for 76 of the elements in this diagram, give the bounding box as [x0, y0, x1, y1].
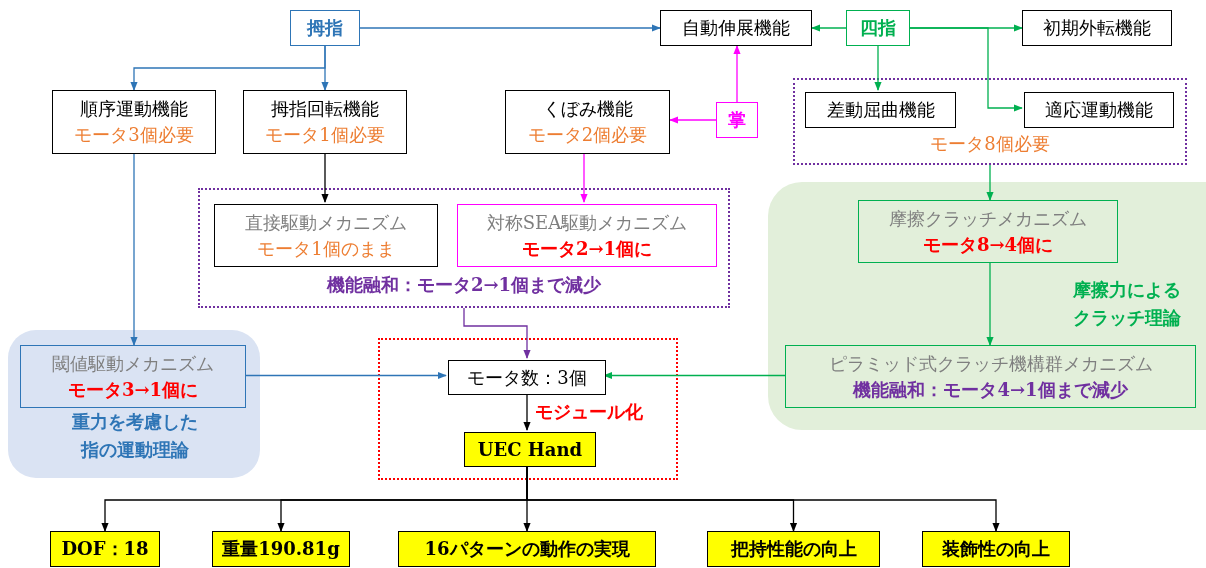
motor-count-label: モータ1個必要	[265, 123, 385, 147]
box-label: UEC Hand	[477, 437, 583, 462]
arrow	[130, 153, 138, 346]
result-box	[212, 531, 350, 567]
motor-count-label: モータ8→4個に	[922, 232, 1054, 257]
box-label: 適応運動機能	[1045, 98, 1153, 122]
process-box	[214, 204, 438, 267]
arrow	[321, 45, 329, 91]
motor-count-label: モータ1個のまま	[257, 236, 395, 261]
box-label: ピラミッド式クラッチ機構群メカニズム	[828, 351, 1153, 376]
motor-count-label: モータ2個必要	[527, 123, 648, 147]
arrow	[986, 164, 994, 201]
process-box	[805, 92, 956, 128]
process-box	[20, 345, 246, 408]
group-label: 重力を考慮した指の運動理論	[71, 410, 199, 462]
box-label: 順序運動機能	[80, 97, 188, 121]
arrow	[874, 45, 882, 91]
arrow	[523, 392, 531, 431]
box-label: 直接駆動メカニズム	[245, 210, 407, 235]
box-label: モータ数：3個	[467, 365, 587, 390]
arrow	[986, 262, 994, 346]
category-box	[716, 102, 758, 138]
arrow	[909, 27, 1023, 112]
result-box	[464, 432, 596, 467]
box-label: 16パターンの動作の実現	[424, 537, 630, 561]
process-box	[785, 345, 1196, 408]
arrow	[669, 116, 717, 124]
box-label: 対称SEA駆動メカニズム	[486, 210, 688, 235]
process-box	[52, 90, 216, 154]
result-box	[398, 531, 656, 567]
box-label: DOF：18	[61, 537, 149, 561]
process-box	[505, 90, 670, 154]
result-box	[707, 531, 880, 567]
dotted-group-frame	[198, 188, 730, 308]
dotted-group-frame	[793, 78, 1187, 165]
process-box	[448, 360, 606, 395]
box-label: 把持性能の向上	[730, 537, 857, 561]
result-box	[922, 531, 1070, 567]
theory-panel	[8, 330, 260, 478]
box-label: 装飾性の向上	[942, 537, 1050, 561]
box-label: 自動伸展機能	[682, 16, 790, 40]
box-label: 初期外転機能	[1043, 16, 1151, 40]
box-label: 閾値駆動メカニズム	[52, 351, 214, 376]
motor-count-label: モータ3→1個に	[67, 377, 199, 402]
process-box	[858, 200, 1118, 263]
arrow	[463, 307, 531, 359]
motor-count-label: モータ2→1個に	[521, 236, 653, 261]
arrow	[321, 153, 329, 203]
motor-count-label: モータ3個必要	[74, 123, 194, 147]
result-box	[50, 531, 160, 567]
box-label: くぼみ機能	[542, 97, 633, 121]
arrow	[245, 371, 447, 380]
arrow	[580, 153, 588, 203]
group-label: 機能融和：モータ2→1個まで減少	[325, 273, 603, 297]
arrow	[733, 45, 741, 103]
process-box	[457, 204, 717, 267]
process-box	[1022, 10, 1172, 46]
arrow	[359, 24, 661, 32]
group-label: 摩擦力によるクラッチ理論	[1072, 278, 1182, 330]
box-label: 拇指	[307, 16, 343, 40]
group-label: モータ8個必要	[929, 132, 1051, 156]
process-box	[1024, 92, 1174, 128]
box-label: 摩擦クラッチメカニズム	[889, 206, 1087, 231]
process-box	[660, 10, 812, 46]
motor-count-label: 機能融和：モータ4→1個まで減少	[853, 377, 1128, 402]
arrow	[811, 24, 847, 32]
category-box	[290, 10, 360, 46]
box-label: 差動屈曲機能	[826, 98, 935, 122]
theory-panel	[768, 182, 1206, 430]
arrow	[603, 371, 786, 380]
box-label: 四指	[860, 16, 896, 40]
box-label: 掌	[728, 108, 746, 132]
box-label: 拇指回転機能	[271, 97, 379, 121]
process-box	[243, 90, 407, 154]
category-box	[846, 10, 910, 46]
box-label: 重量190.81g	[222, 537, 340, 561]
